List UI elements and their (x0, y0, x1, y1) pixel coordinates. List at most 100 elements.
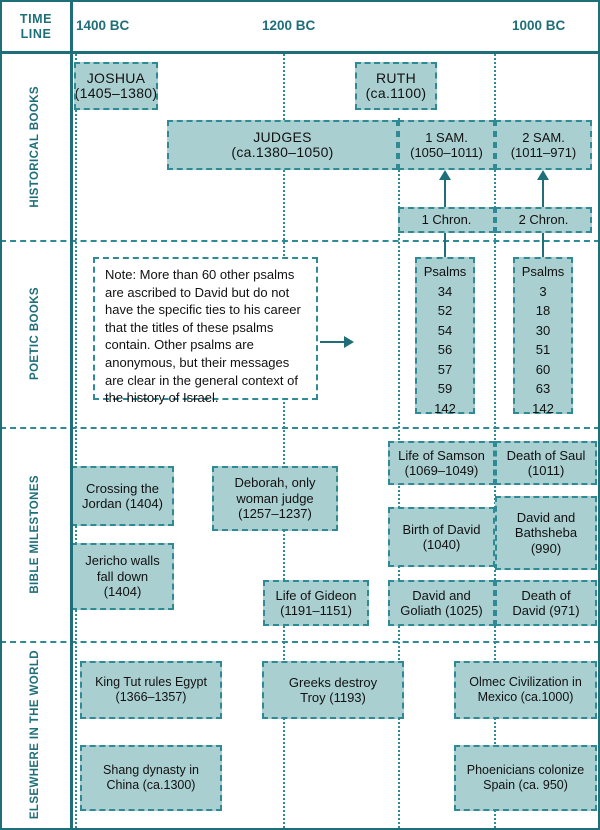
milestone-box-david-and-goliath-line1: David and (412, 587, 471, 603)
connector-2-chron-to-psalms (542, 233, 544, 258)
milestone-box-life-of-samson[interactable]: Life of Samson (1069–1049) (388, 441, 495, 485)
book-box-joshua-line2: (1405–1380) (74, 85, 158, 101)
world-box-greeks-destroy-troy[interactable]: Greeks destroy Troy (1193) (262, 661, 404, 719)
psalms-box-right-item-0: 3 (539, 283, 547, 299)
book-box-1-chronicles-line1: 1 Chron. (421, 212, 472, 228)
book-box-1-samuel-line2: (1050–1011) (410, 145, 483, 160)
milestone-box-life-of-gideon[interactable]: Life of Gideon (1191–1151) (263, 580, 369, 626)
row-divider-poetic-milestones (0, 427, 600, 429)
book-box-joshua[interactable]: JOSHUA (1405–1380) (74, 62, 158, 110)
milestone-box-crossing-the-jordan-line2: Jordan (1404) (82, 496, 163, 511)
arrow-note-to-psalms-icon (344, 336, 354, 348)
milestone-box-david-and-bathsheba-line3: (990) (530, 540, 562, 556)
axis-tick-1200bc: 1200 BC (262, 18, 316, 33)
psalms-box-left-item-0: 34 (437, 283, 453, 299)
milestone-box-david-and-bathsheba-line1: David and (516, 509, 576, 525)
book-box-judges[interactable]: JUDGES (ca.1380–1050) (167, 120, 398, 170)
book-box-2-samuel-line2: (1011–971) (510, 145, 577, 160)
milestone-box-crossing-the-jordan-line1: Crossing the (86, 480, 159, 496)
psalms-box-left-item-5: 59 (437, 381, 453, 396)
milestone-box-birth-of-david[interactable]: Birth of David (1040) (388, 507, 495, 567)
world-box-greeks-destroy-troy-line2: Troy (1193) (300, 690, 366, 705)
book-box-2-samuel[interactable]: 2 SAM. (1011–971) (495, 120, 592, 170)
world-box-olmec-civilization[interactable]: Olmec Civilization in Mexico (ca.1000) (454, 661, 597, 719)
milestone-box-deborah-line2: woman judge (236, 490, 314, 506)
connector-1-chron-to-psalms (444, 233, 446, 258)
book-box-2-chronicles[interactable]: 2 Chron. (495, 207, 592, 233)
gridline-1400bc (75, 54, 77, 828)
milestone-box-david-and-bathsheba[interactable]: David and Bathsheba (990) (495, 496, 597, 570)
header-divider (0, 51, 600, 54)
book-box-2-samuel-line1: 2 SAM. (522, 129, 565, 145)
world-box-olmec-civilization-line2: Mexico (ca.1000) (477, 690, 574, 704)
timeline-corner-label: TIME LINE (2, 4, 70, 50)
psalms-box-right-item-2: 30 (535, 322, 551, 338)
psalms-box-right-item-3: 51 (535, 342, 551, 357)
book-box-ruth-line1: RUTH (375, 69, 417, 86)
milestone-box-jericho-walls-line3: (1404) (103, 584, 142, 600)
psalms-box-right-item-1: 18 (535, 303, 551, 318)
milestone-box-life-of-samson-line2: (1069–1049) (404, 463, 479, 478)
book-box-1-samuel[interactable]: 1 SAM. (1050–1011) (398, 120, 495, 170)
arrow-1-chron-to-1-sam-icon (439, 170, 451, 180)
milestone-box-deborah-line1: Deborah, only (234, 475, 316, 491)
milestone-box-death-of-david-line2: David (971) (512, 603, 580, 618)
connector-2-chron-to-2-sam (542, 178, 544, 210)
world-box-shang-dynasty-line1: Shang dynasty in (103, 763, 199, 777)
milestone-box-jericho-walls-line1: Jericho walls (85, 553, 160, 569)
world-box-phoenicians-colonize-spain[interactable]: Phoenicians colonize Spain (ca. 950) (454, 745, 597, 811)
psalms-box-left[interactable]: Psalms 34 52 54 56 57 59 142 (415, 257, 475, 416)
milestone-box-death-of-david[interactable]: Death of David (971) (495, 580, 597, 626)
milestone-box-deborah[interactable]: Deborah, only woman judge (1257–1237) (212, 466, 338, 531)
milestone-box-jericho-walls-line2: fall down (96, 568, 149, 584)
milestone-box-jericho-walls[interactable]: Jericho walls fall down (1404) (71, 543, 174, 610)
psalms-note-box: Note: More than 60 other psalms are ascr… (93, 257, 318, 405)
world-box-king-tut[interactable]: King Tut rules Egypt (1366–1357) (80, 661, 222, 719)
connector-note-to-psalms (320, 341, 344, 343)
milestone-box-birth-of-david-line2: (1040) (422, 537, 461, 552)
row-label-bible-milestones: BIBLE MILESTONES (0, 427, 70, 641)
milestone-box-death-of-saul-line2: (1011) (527, 463, 565, 478)
axis-tick-1400bc: 1400 BC (76, 18, 130, 33)
psalms-box-left-item-3: 56 (437, 342, 453, 357)
row-label-elsewhere-in-the-world-text: ELSEWHERE IN THE WORLD (29, 649, 41, 820)
sidebar-divider (70, 0, 73, 830)
book-box-1-samuel-line1: 1 SAM. (425, 129, 468, 145)
book-box-1-chronicles[interactable]: 1 Chron. (398, 207, 495, 233)
milestone-box-death-of-saul-line1: Death of Saul (506, 447, 586, 463)
psalms-box-left-item-2: 54 (437, 322, 453, 338)
world-box-phoenicians-colonize-spain-line2: Spain (ca. 950) (483, 778, 568, 792)
world-box-shang-dynasty[interactable]: Shang dynasty in China (ca.1300) (80, 745, 222, 811)
world-box-king-tut-line1: King Tut rules Egypt (95, 675, 207, 689)
milestone-box-death-of-saul[interactable]: Death of Saul (1011) (495, 441, 597, 485)
row-label-bible-milestones-text: BIBLE MILESTONES (29, 474, 41, 594)
axis-tick-1000bc: 1000 BC (512, 18, 566, 33)
milestone-box-crossing-the-jordan[interactable]: Crossing the Jordan (1404) (71, 466, 174, 526)
milestone-box-david-and-bathsheba-line2: Bathsheba (514, 525, 578, 541)
gridline-1200bc (283, 54, 285, 828)
book-box-ruth-line2: (ca.1100) (365, 85, 427, 101)
milestone-box-life-of-gideon-line1: Life of Gideon (275, 587, 357, 603)
psalms-box-right-item-6: 142 (532, 400, 554, 416)
world-box-shang-dynasty-line2: China (ca.1300) (106, 778, 196, 792)
row-divider-historical-poetic (0, 240, 600, 242)
book-box-judges-line1: JUDGES (253, 128, 312, 145)
milestone-box-death-of-david-line1: Death of (521, 587, 571, 603)
psalms-box-left-item-1: 52 (437, 303, 453, 318)
row-label-elsewhere-in-the-world: ELSEWHERE IN THE WORLD (0, 641, 70, 828)
book-box-judges-line2: (ca.1380–1050) (231, 144, 334, 160)
milestone-box-life-of-gideon-line2: (1191–1151) (280, 603, 352, 618)
world-box-olmec-civilization-line1: Olmec Civilization in (469, 675, 582, 689)
book-box-joshua-line1: JOSHUA (86, 69, 146, 86)
connector-1-chron-to-1-sam (444, 178, 446, 210)
psalms-box-right-item-4: 60 (535, 361, 551, 377)
world-box-king-tut-line2: (1366–1357) (115, 690, 187, 704)
psalms-box-left-item-4: 57 (437, 361, 453, 377)
milestone-box-david-and-goliath[interactable]: David and Goliath (1025) (388, 580, 495, 626)
row-label-poetic-books-text: POETIC BOOKS (29, 287, 41, 380)
psalms-box-right[interactable]: Psalms 3 18 30 51 60 63 142 (513, 257, 573, 416)
book-box-ruth[interactable]: RUTH (ca.1100) (355, 62, 437, 110)
psalms-box-left-item-6: 142 (434, 400, 456, 416)
milestone-box-david-and-goliath-line2: Goliath (1025) (400, 603, 483, 618)
